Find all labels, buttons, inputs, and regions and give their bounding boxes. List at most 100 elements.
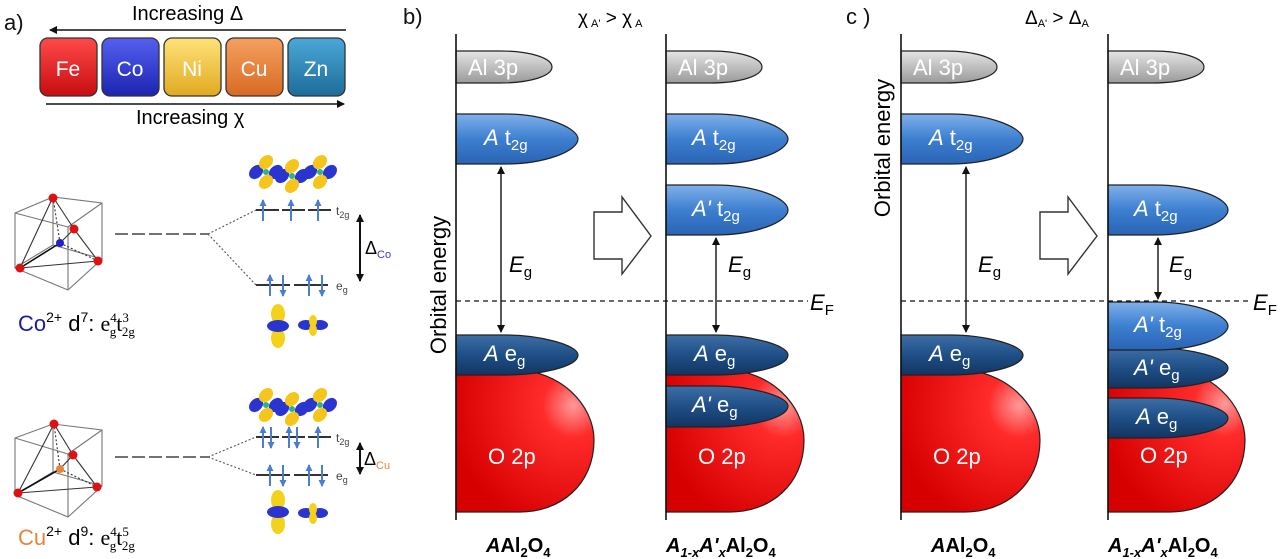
- co-t2g-label: t2g: [336, 204, 349, 220]
- cu-atom: [56, 465, 64, 473]
- band-label-o2p: O 2p: [488, 444, 536, 469]
- transition-arrow-c: [1039, 194, 1098, 277]
- band-label-a-t2g: A t2g: [927, 125, 973, 154]
- band-label-o2p: O 2p: [698, 444, 746, 469]
- co-eg-orbital-lobes: [267, 304, 328, 348]
- cu-delta-label: ΔCu: [364, 449, 390, 472]
- element-symbol-fe: Fe: [56, 58, 81, 81]
- band-gap-label-c-right: Eg: [1169, 252, 1192, 281]
- cu-split-line-up: [207, 436, 257, 458]
- band-label-aprime-t2g: A' t2g: [1132, 312, 1182, 341]
- band-a-eg: [455, 334, 579, 376]
- increasing-chi-label: Increasing χ: [136, 107, 245, 129]
- oxygen-atom: [15, 263, 25, 273]
- band-label-o2p: O 2p: [933, 444, 981, 469]
- band-label-a-t2g: A t2g: [482, 125, 528, 154]
- band-a-t2g: [455, 113, 579, 165]
- fermi-level-label-b: EF: [810, 290, 834, 319]
- oxygen-atom: [48, 193, 58, 203]
- oxygen-atom: [13, 488, 23, 498]
- cu-split-line-down: [207, 456, 257, 476]
- band-a-eg: [665, 334, 789, 376]
- band-a-t2g: [665, 113, 789, 165]
- band-label-a-t2g: A t2g: [1132, 196, 1178, 225]
- band-label-o2p: O 2p: [1140, 443, 1188, 468]
- band-label-a-eg: A eg: [692, 341, 735, 370]
- band-diagram-b-right: Al 3p A t2g A' t2g A eg A' eg O 2p Eg A1…: [665, 34, 805, 559]
- formula-b-right: A1-xA'xAl2O4: [665, 535, 776, 559]
- element-tile-cu: [225, 37, 284, 97]
- band-gap-label-c-left: Eg: [978, 252, 1001, 281]
- element-symbol-ni: Ni: [182, 58, 202, 81]
- element-tile-zn: [287, 37, 346, 97]
- band-label-aprime-t2g: A' t2g: [690, 196, 740, 225]
- band-al3p: [900, 50, 998, 84]
- panel-a-label: a): [4, 10, 24, 35]
- band-a-eg: [1107, 397, 1229, 439]
- cu-eg-label: eg: [336, 469, 348, 485]
- band-al3p: [455, 50, 553, 84]
- co-split-line-up: [207, 209, 257, 235]
- band-label-a-eg: A eg: [1134, 404, 1177, 433]
- co-t2g-electrons: [259, 199, 322, 221]
- band-label-al3p: Al 3p: [1120, 55, 1170, 80]
- band-aprime-t2g: [1107, 301, 1229, 351]
- oxygen-atom: [93, 256, 103, 266]
- co-delta-label: ΔCo: [365, 238, 391, 261]
- cu-t2g-label: t2g: [336, 431, 349, 447]
- band-diagram-c-right: Al 3p A t2g A' t2g A' eg A eg O 2p Eg A1…: [1107, 34, 1246, 559]
- element-tile-ni: [163, 37, 222, 97]
- band-aprime-eg: [665, 385, 789, 428]
- band-gap-label-b-right: Eg: [728, 252, 751, 281]
- band-label-a-eg: A eg: [927, 341, 970, 370]
- band-label-al3p: Al 3p: [913, 55, 963, 80]
- band-o2p: [1107, 367, 1246, 513]
- increasing-delta-label: Increasing Δ: [132, 3, 243, 25]
- panel-c-title: ΔA' > ΔA: [1025, 8, 1090, 30]
- band-gap-label-b-left: Eg: [509, 252, 532, 281]
- element-tiles: Fe Co Ni Cu Zn: [39, 37, 346, 97]
- band-aprime-t2g: [665, 184, 789, 236]
- cu-t2g-orbital-lobes: [246, 385, 340, 429]
- band-a-t2g: [900, 113, 1024, 165]
- band-a-t2g: [1107, 184, 1229, 236]
- cu-eg-electrons: [266, 464, 326, 487]
- band-diagram-c-left: Al 3p A t2g A eg O 2p Eg AAl2O4: [900, 34, 1041, 559]
- fermi-level-label-c: EF: [1253, 290, 1277, 319]
- cu-eg-orbital-lobes: [267, 490, 328, 534]
- oxygen-atom: [49, 419, 59, 429]
- y-axis-label-c: Orbital energy: [870, 79, 895, 217]
- element-symbol-cu: Cu: [241, 58, 268, 81]
- transition-arrow-b: [593, 194, 652, 277]
- band-al3p: [1107, 50, 1205, 84]
- formula-c-left: AAl2O4: [930, 535, 996, 559]
- y-axis-label-b: Orbital energy: [426, 216, 451, 354]
- panel-c-label: c ): [846, 4, 870, 29]
- band-al3p: [665, 50, 763, 84]
- co-t2g-orbital-lobes: [246, 152, 340, 196]
- element-tile-co: [101, 37, 160, 97]
- band-o2p: [900, 369, 1041, 513]
- band-o2p: [455, 369, 595, 513]
- co-split-line-down: [207, 233, 257, 286]
- band-label-a-t2g: A t2g: [690, 125, 736, 154]
- band-label-al3p: Al 3p: [468, 55, 518, 80]
- co-eg-electrons: [266, 274, 326, 297]
- oxygen-atom: [68, 450, 78, 460]
- element-tile-fe: [39, 37, 98, 97]
- co-eg-label: eg: [336, 279, 348, 295]
- oxygen-atom: [69, 224, 79, 234]
- band-label-al3p: Al 3p: [678, 55, 728, 80]
- band-a-eg: [900, 334, 1024, 376]
- band-diagram-b-left: Al 3p A t2g A eg O 2p Eg AAl2O4: [455, 34, 595, 559]
- element-symbol-zn: Zn: [304, 58, 329, 81]
- cu-t2g-electrons: [259, 426, 322, 449]
- band-label-aprime-eg: A' eg: [1132, 355, 1180, 384]
- band-label-a-eg: A eg: [482, 341, 525, 370]
- element-symbol-co: Co: [117, 58, 144, 81]
- co-atom: [56, 239, 64, 247]
